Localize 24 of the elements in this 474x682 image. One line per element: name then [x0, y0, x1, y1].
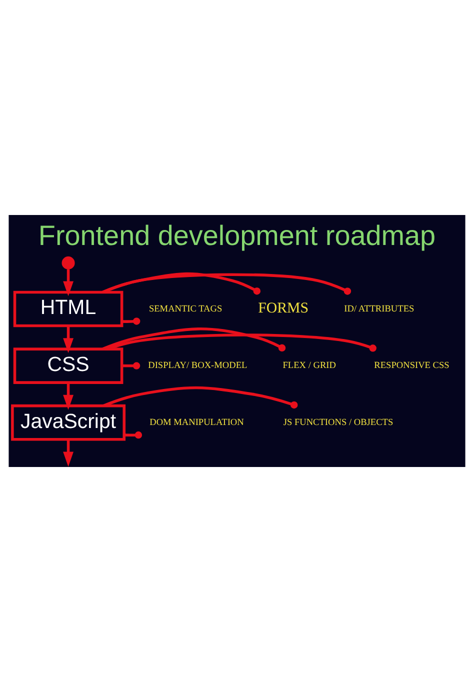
node-text: DOM MANIPULATION [150, 418, 244, 428]
connector [102, 328, 286, 352]
connector [122, 318, 140, 325]
connector [107, 334, 376, 352]
node-box: HTML [13, 290, 124, 328]
arrow [63, 439, 74, 467]
node-box: CSS [13, 348, 124, 384]
diagram-title: Frontend development roadmap [38, 220, 436, 251]
connector [122, 362, 140, 370]
node-text: JS FUNCTIONS / OBJECTS [283, 418, 394, 428]
node-circle [62, 256, 75, 270]
node-text: SEMANTIC TAGS [148, 304, 222, 314]
arrow [63, 269, 74, 296]
connector [103, 386, 298, 409]
node-text: FORMS [258, 300, 309, 317]
node-text: DISPLAY/ BOX-MODEL [148, 361, 248, 372]
connector [124, 431, 142, 439]
node-text: FLEX / GRID [282, 361, 336, 372]
connector [102, 273, 352, 295]
node-text: ID/ ATTRIBUTES [344, 304, 414, 314]
arrow [63, 326, 74, 354]
arrow [63, 382, 74, 410]
node-text: RESPONSIVE CSS [374, 361, 450, 372]
node-box: JavaScript [11, 404, 126, 441]
